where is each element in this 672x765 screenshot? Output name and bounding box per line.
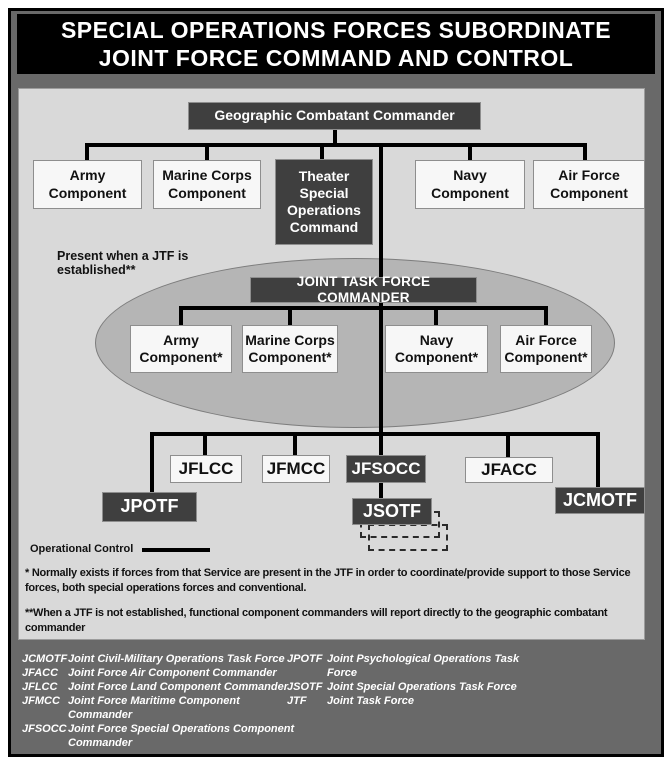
jtf-presence-note-line1: Present when a JTF is [57, 249, 189, 263]
jtf-air-force-component-box: Air Force Component* [500, 325, 592, 373]
glossary-term: JFMCC [22, 695, 60, 707]
glossary-entry-jpotf: JPOTF Joint Psychological Operations Tas… [287, 652, 537, 680]
glossary-definition: Joint Task Force [327, 695, 415, 707]
glossary-term: JFSOCC [22, 723, 67, 735]
jcmotf-box: JCMOTF [555, 487, 645, 514]
glossary-entry-jcmotf: JCMOTF Joint Civil-Military Operations T… [22, 652, 285, 666]
glossary-term: JSOTF [287, 681, 323, 693]
connector-drop-navy [468, 147, 472, 160]
jtf-navy-component-box: Navy Component* [385, 325, 488, 373]
connector-drop-marine [205, 147, 209, 160]
glossary-entry-jfsocc: JFSOCC Joint Force Special Operations Co… [22, 722, 294, 750]
glossary-term: JFACC [22, 667, 59, 679]
glossary-definition: Joint Force Air Component Commander [68, 667, 277, 679]
glossary-right-column: JPOTF Joint Psychological Operations Tas… [287, 652, 537, 708]
navy-component-box: Navy Component [415, 160, 525, 209]
connector-drop-jtf-marine [288, 310, 292, 325]
glossary-definition: Joint Civil-Military Operations Task For… [68, 653, 285, 665]
connector-drop-tsoc [320, 147, 324, 160]
connector-gcc-feed [333, 130, 337, 144]
army-component-box: Army Component [33, 160, 142, 209]
jfsocc-box: JFSOCC [346, 455, 426, 483]
connector-drop-jfacc [506, 436, 510, 457]
jpotf-box: JPOTF [102, 492, 197, 522]
figure-title-line1: SPECIAL OPERATIONS FORCES SUBORDINATE [60, 17, 612, 43]
glossary-term: JPOTF [287, 653, 323, 665]
jfacc-box: JFACC [465, 457, 553, 483]
jfmcc-box: JFMCC [262, 455, 330, 483]
marine-corps-component-box: Marine Corps Component [153, 160, 261, 209]
glossary-term: JTF [287, 695, 307, 707]
figure-title: SPECIAL OPERATIONS FORCES SUBORDINATE JO… [17, 14, 655, 74]
connector-tier2-bus [85, 143, 587, 147]
footnote-single-asterisk: * Normally exists if forces from that Se… [25, 567, 631, 594]
jtf-army-component-box: Army Component* [130, 325, 232, 373]
operational-control-line-sample [142, 548, 210, 552]
connector-drop-airforce [583, 147, 587, 160]
connector-drop-jcmotf [596, 436, 600, 487]
glossary-term: JCMOTF [22, 653, 68, 665]
glossary-entry-jsotf: JSOTF Joint Special Operations Task Forc… [287, 680, 537, 694]
glossary-entry-jtf: JTF Joint Task Force [287, 694, 537, 708]
gcc-box: Geographic Combatant Commander [188, 102, 481, 130]
jtf-presence-note: Present when a JTF is established** [57, 249, 207, 277]
connector-drop-jtf-airforce [544, 310, 548, 325]
theater-special-operations-command-box: Theater Special Operations Command [275, 159, 373, 245]
glossary-entry-jfacc: JFACC Joint Force Air Component Commande… [22, 666, 282, 680]
connector-functional-bus [150, 432, 600, 436]
glossary-entry-jflcc: JFLCC Joint Force Land Component Command… [22, 680, 288, 694]
jtf-commander-box: JOINT TASK FORCE COMMANDER [250, 274, 477, 305]
connector-drop-jflcc [203, 436, 207, 455]
connector-jfsocc-jsotf [379, 483, 383, 498]
glossary-definition: Joint Force Land Component Commander [68, 681, 289, 693]
connector-drop-army [85, 147, 89, 160]
jsotf-box: JSOTF [352, 498, 432, 525]
glossary-term: JFLCC [22, 681, 58, 693]
glossary-left-column: JCMOTF Joint Civil-Military Operations T… [22, 652, 294, 750]
jtf-marine-corps-component-box: Marine Corps Component* [242, 325, 338, 373]
connector-drop-jtf-army [179, 310, 183, 325]
connector-drop-jpotf [150, 436, 154, 492]
jflcc-box: JFLCC [170, 455, 242, 483]
glossary-definition: Joint Force Special Operations Component… [68, 723, 295, 749]
connector-drop-jtf-navy [434, 310, 438, 325]
operational-control-label: Operational Control [30, 543, 134, 555]
figure-title-line2: JOINT FORCE COMMAND AND CONTROL [98, 45, 574, 71]
jtf-presence-note-line2: established** [57, 263, 136, 277]
connector-drop-jfsocc [379, 436, 383, 455]
footnote-double-asterisk: **When a JTF is not established, functio… [25, 607, 608, 634]
connector-drop-jfmcc [293, 436, 297, 455]
air-force-component-box: Air Force Component [533, 160, 645, 209]
connector-jtf-bus [179, 306, 548, 310]
glossary-definition: Joint Special Operations Task Force [327, 681, 517, 693]
